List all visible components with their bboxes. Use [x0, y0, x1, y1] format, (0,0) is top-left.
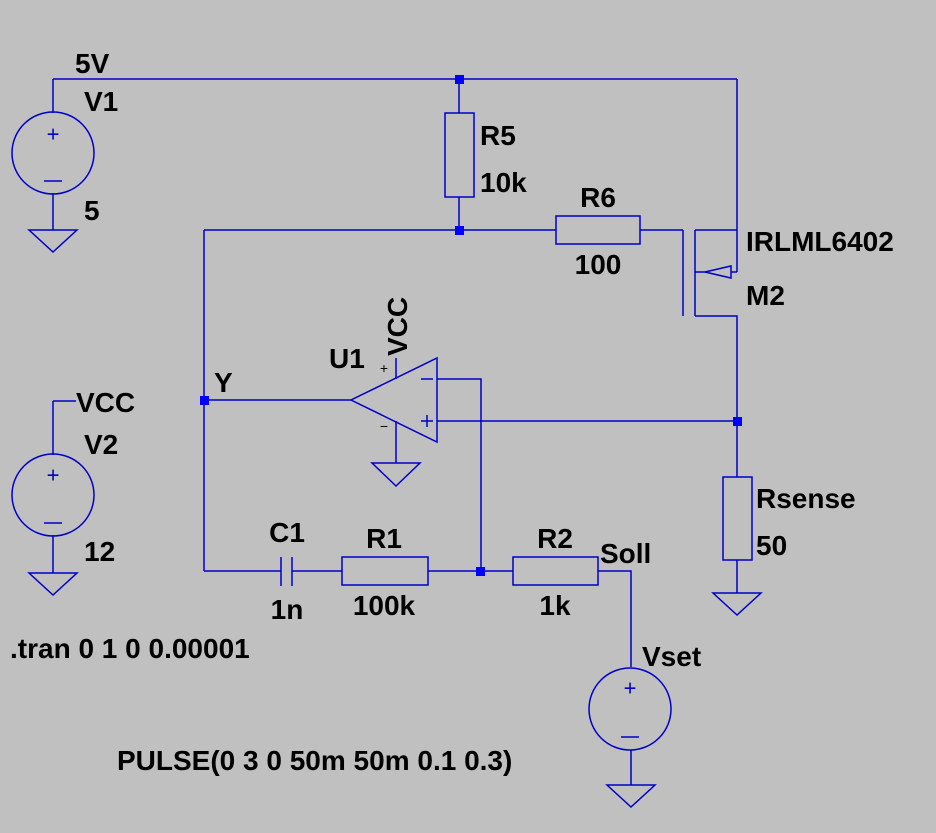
junction-dot [455, 226, 464, 235]
opamp-u1[interactable]: + − [349, 356, 438, 444]
resistor-r6[interactable] [555, 215, 641, 245]
wire-drain[interactable] [695, 315, 738, 477]
net-label-vcc-opamp: VCC [382, 297, 413, 356]
wire-5v-top[interactable] [52, 78, 738, 272]
net-label-vcc: VCC [76, 387, 135, 418]
voltage-source-vset[interactable]: + [588, 667, 672, 751]
wires [52, 78, 738, 785]
m2-model: IRLML6402 [746, 226, 894, 257]
resistor-rsense[interactable] [722, 476, 753, 561]
m2-name: M2 [746, 280, 785, 311]
u1-name: U1 [329, 343, 365, 374]
junction-dot [476, 567, 485, 576]
vset-value: PULSE(0 3 0 50m 50m 0.1 0.3) [117, 745, 512, 776]
ground-symbol-vset[interactable] [605, 784, 657, 809]
wire-inv-input[interactable] [437, 378, 482, 571]
r5-value: 10k [480, 167, 527, 198]
v1-name: V1 [84, 86, 118, 117]
voltage-source-v1[interactable]: + [11, 111, 95, 195]
rsense-value: 50 [756, 530, 787, 561]
rsense-name: Rsense [756, 483, 856, 514]
mosfet-m2[interactable] [682, 229, 737, 316]
r6-value: 100 [575, 249, 622, 280]
net-label-y: Y [214, 367, 233, 398]
r2-name: R2 [537, 523, 573, 554]
r6-name: R6 [580, 182, 616, 213]
junction-dot [200, 396, 209, 405]
capacitor-c1[interactable] [280, 557, 293, 586]
svg-text:+: + [624, 676, 637, 701]
r1-name: R1 [366, 523, 402, 554]
net-label-soll: Soll [600, 538, 651, 569]
labels: 5V V1 5 VCC V2 12 R5 10k R6 100 IRLML640… [10, 48, 894, 776]
c1-value: 1n [271, 594, 304, 625]
svg-text:+: + [380, 360, 388, 376]
svg-text:+: + [47, 463, 60, 488]
r5-name: R5 [480, 120, 516, 151]
net-label-5v: 5V [75, 48, 110, 79]
v2-name: V2 [84, 429, 118, 460]
svg-text:+: + [47, 122, 60, 147]
voltage-source-v2[interactable]: + [11, 453, 95, 537]
v1-value: 5 [84, 195, 100, 226]
resistor-r2[interactable] [512, 556, 599, 586]
v2-value: 12 [84, 536, 115, 567]
r2-value: 1k [539, 590, 571, 621]
r1-value: 100k [353, 590, 416, 621]
wire-soll[interactable] [598, 570, 632, 667]
resistor-r5[interactable] [444, 112, 475, 198]
junction-dot [733, 417, 742, 426]
ground-symbol-v1[interactable] [27, 229, 79, 254]
ground-symbol-u1[interactable] [370, 437, 422, 488]
vset-name: Vset [642, 641, 701, 672]
junction-dot [455, 75, 464, 84]
c1-name: C1 [269, 517, 305, 548]
ground-symbol-v2[interactable] [27, 572, 79, 597]
ground-symbol-rsense[interactable] [711, 592, 763, 617]
junctions [200, 75, 742, 576]
svg-text:−: − [380, 418, 388, 434]
spice-directive[interactable]: .tran 0 1 0 0.00001 [10, 633, 250, 664]
wire-vcc[interactable] [52, 400, 76, 455]
resistor-r1[interactable] [341, 556, 429, 586]
